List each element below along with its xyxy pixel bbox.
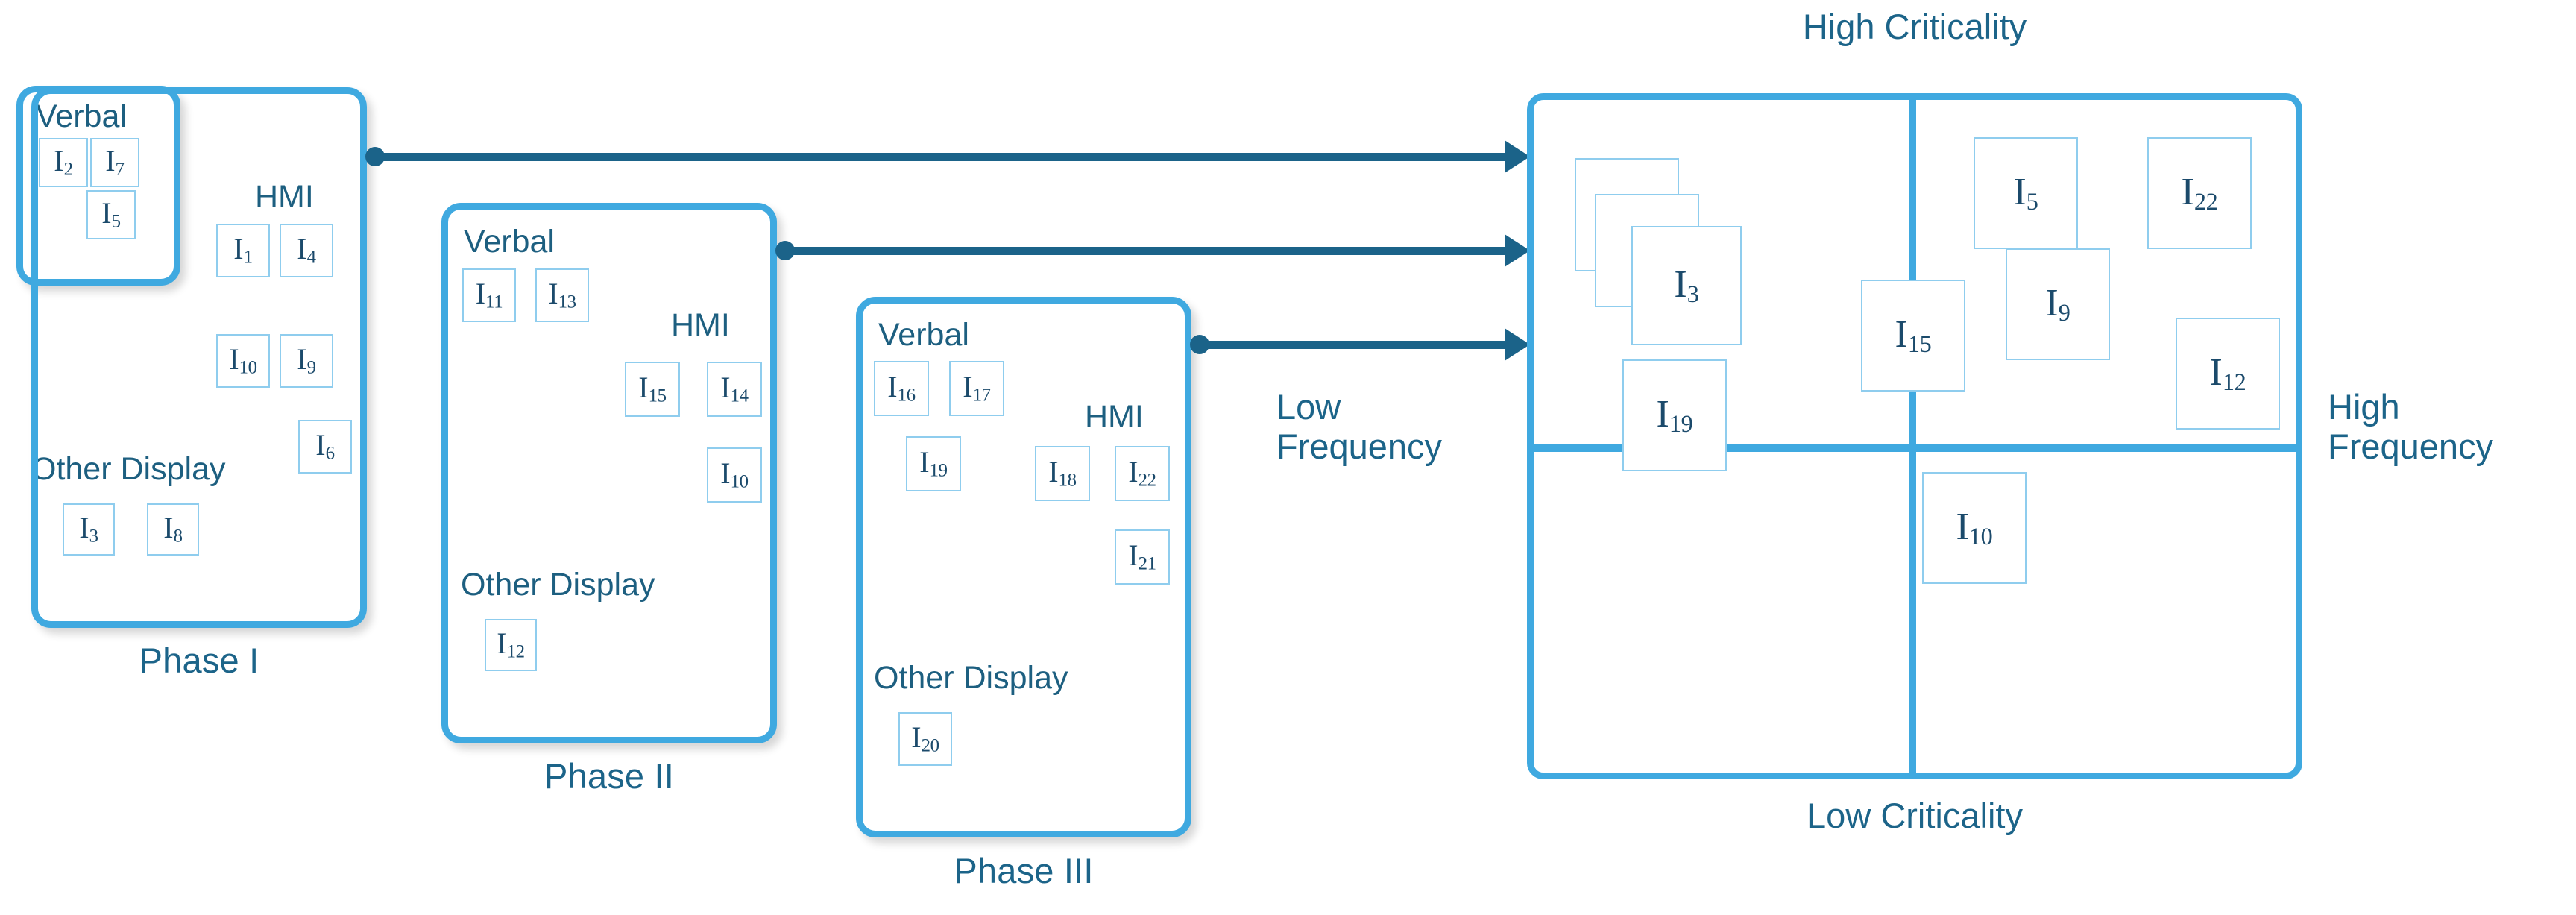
phase-1-verbal-item-3[interactable]: I5 <box>86 190 136 239</box>
chip-label: I8 <box>163 510 183 547</box>
matrix-item-3[interactable]: I3 <box>1631 226 1742 345</box>
chip-label: I13 <box>548 276 576 312</box>
chip-label: I12 <box>2209 350 2246 395</box>
chip-label: I6 <box>315 427 335 464</box>
chip-label: I9 <box>297 342 316 378</box>
high-frequency-line-2: Frequency <box>2328 426 2494 466</box>
phase-3-other-display-item-1[interactable]: I20 <box>898 712 952 766</box>
phase-2-verbal-item-1[interactable]: I11 <box>462 268 516 322</box>
phase-1-hmi-item-3[interactable]: I10 <box>216 334 270 388</box>
phase-1-frame[interactable] <box>31 87 367 628</box>
chip-label: I3 <box>79 510 98 547</box>
chip-label: I21 <box>1128 538 1156 574</box>
phase-3-verbal-item-2[interactable]: I17 <box>949 361 1004 416</box>
low-criticality-label: Low Criticality <box>1807 796 2023 835</box>
chip-label: I12 <box>497 626 525 662</box>
arrow-3-head-icon <box>1505 328 1530 361</box>
phase-1-verbal-item-2[interactable]: I7 <box>90 138 139 187</box>
phase-1-hmi-label: HMI <box>255 179 314 215</box>
phase-1-verbal-item-1[interactable]: I2 <box>39 138 88 187</box>
chip-label: I3 <box>1674 262 1699 307</box>
arrow-1-head-icon <box>1505 140 1530 173</box>
phase-1-other-display-item-2[interactable]: I8 <box>147 503 199 556</box>
chip-label: I15 <box>1895 312 1932 357</box>
matrix-item-22[interactable]: I22 <box>2147 137 2252 249</box>
high-frequency-line-1: High <box>2328 387 2400 427</box>
phase-3-verbal-item-1[interactable]: I16 <box>874 361 929 416</box>
chip-label: I16 <box>887 369 916 406</box>
chip-label: I9 <box>2045 281 2070 326</box>
matrix-item-15[interactable]: I15 <box>1861 280 1965 392</box>
phase-2-other-display-item-1[interactable]: I12 <box>485 619 537 671</box>
phase-1-hmi-item-5[interactable]: I6 <box>298 420 352 474</box>
matrix-item-9[interactable]: I9 <box>2006 248 2110 360</box>
chip-label: I7 <box>105 143 125 180</box>
arrow-1-line <box>375 153 1505 161</box>
phase-3-hmi-item-1[interactable]: I18 <box>1035 446 1090 501</box>
matrix-item-5[interactable]: I5 <box>1974 137 2078 249</box>
phase-1-hmi-item-2[interactable]: I4 <box>280 224 333 277</box>
phase-2-hmi-label: HMI <box>671 307 730 343</box>
phase-3-verbal-item-3[interactable]: I19 <box>906 436 961 491</box>
chip-label: I17 <box>963 369 991 406</box>
chip-label: I18 <box>1048 454 1077 491</box>
chip-label: I2 <box>54 143 73 180</box>
phase-1-other-display-item-1[interactable]: I3 <box>63 503 115 556</box>
phase-2-other-display-label: Other Display <box>461 567 655 603</box>
arrow-2-head-icon <box>1505 234 1530 267</box>
chip-label: I22 <box>2181 170 2218 215</box>
phase-3-hmi-item-2[interactable]: I22 <box>1115 446 1170 501</box>
phase-2-caption: Phase II <box>544 756 675 796</box>
phase-2-hmi-item-2[interactable]: I14 <box>707 362 762 417</box>
phase-2-hmi-item-1[interactable]: I15 <box>625 362 680 417</box>
chip-label: I19 <box>1656 392 1693 437</box>
matrix-vertical-divider <box>1909 99 1916 773</box>
matrix-item-12[interactable]: I12 <box>2176 318 2280 430</box>
phase-3-hmi-item-3[interactable]: I21 <box>1115 529 1170 585</box>
phase-2-verbal-label: Verbal <box>464 224 555 260</box>
phase-3-caption: Phase III <box>954 851 1094 890</box>
matrix-horizontal-divider <box>1533 444 2296 452</box>
high-frequency-label: High Frequency <box>2328 387 2494 466</box>
phase-3-verbal-label: Verbal <box>878 317 969 353</box>
arrow-2-line <box>785 247 1505 255</box>
matrix-item-19[interactable]: I19 <box>1622 359 1727 471</box>
phase-1-hmi-item-1[interactable]: I1 <box>216 224 270 277</box>
low-frequency-line-1: Low <box>1276 387 1341 427</box>
high-criticality-label: High Criticality <box>1802 7 2027 46</box>
chip-label: I22 <box>1128 454 1156 491</box>
chip-label: I15 <box>638 370 667 406</box>
phase-3-other-display-label: Other Display <box>874 660 1068 696</box>
matrix-item-10[interactable]: I10 <box>1922 472 2027 584</box>
chip-label: I11 <box>475 276 503 312</box>
phase-1-caption: Phase I <box>139 641 259 680</box>
phase-1-verbal-label: Verbal <box>36 98 127 134</box>
chip-label: I5 <box>101 195 121 232</box>
chip-label: I19 <box>919 444 948 481</box>
chip-label: I4 <box>297 231 316 268</box>
chip-label: I10 <box>720 456 749 492</box>
arrow-3-line <box>1200 341 1505 349</box>
phase-3-hmi-label: HMI <box>1085 399 1144 435</box>
chip-label: I10 <box>1956 505 1993 550</box>
chip-label: I20 <box>911 720 939 756</box>
phase-1-hmi-item-4[interactable]: I9 <box>280 334 333 388</box>
low-frequency-label: Low Frequency <box>1276 387 1443 466</box>
phase-2-verbal-item-2[interactable]: I13 <box>535 268 589 322</box>
chip-label: I10 <box>229 342 257 378</box>
low-frequency-line-2: Frequency <box>1276 426 1443 466</box>
chip-label: I14 <box>720 370 749 406</box>
phase-2-hmi-item-3[interactable]: I10 <box>707 447 762 503</box>
chip-label: I1 <box>233 231 253 268</box>
chip-label: I5 <box>2013 170 2038 215</box>
phase-1-other-display-label: Other Display <box>31 451 226 487</box>
